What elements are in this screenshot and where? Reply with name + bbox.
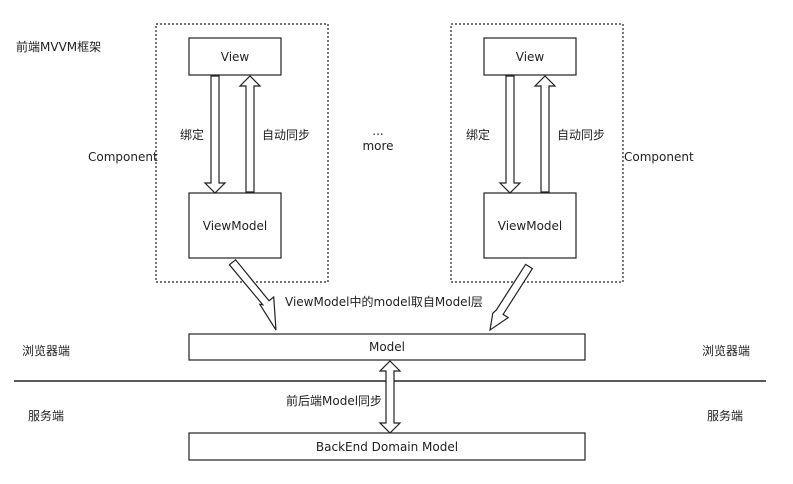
model-box xyxy=(188,333,586,361)
left-autosync-label: 自动同步 xyxy=(262,128,311,142)
model-sync-arrow xyxy=(378,360,402,434)
server-label-right: 服务端 xyxy=(707,409,744,423)
right-autosync-arrow xyxy=(533,75,557,193)
left-component-label: Component xyxy=(88,150,158,164)
more-label: more xyxy=(362,139,394,153)
left-bind-label: 绑定 xyxy=(180,128,205,142)
left-viewmodel-box xyxy=(188,192,282,259)
right-view-box xyxy=(483,37,577,76)
left-autosync-arrow xyxy=(238,75,262,193)
left-view-label: View xyxy=(220,50,250,64)
browser-label-right: 浏览器端 xyxy=(702,344,751,358)
server-label-left: 服务端 xyxy=(28,409,65,423)
right-autosync-label: 自动同步 xyxy=(557,128,606,142)
ellipsis-label: ... xyxy=(372,124,384,138)
left-view-box xyxy=(188,37,282,76)
right-bind-label: 绑定 xyxy=(466,128,491,142)
backend-model-label: BackEnd Domain Model xyxy=(315,440,459,454)
browser-label-left: 浏览器端 xyxy=(22,344,71,358)
sync-note: 前后端Model同步 xyxy=(286,394,383,408)
right-component-container xyxy=(450,23,624,283)
right-viewmodel-box xyxy=(483,192,577,259)
right-viewmodel-to-model-arrow xyxy=(489,263,534,332)
left-bind-arrow xyxy=(203,75,227,194)
left-viewmodel-label: ViewModel xyxy=(202,219,268,233)
right-bind-arrow xyxy=(498,75,522,194)
right-component-label: Component xyxy=(624,150,694,164)
diagram-title: 前端MVVM框架 xyxy=(16,40,102,54)
right-viewmodel-label: ViewModel xyxy=(497,219,563,233)
viewmodel-source-note: ViewModel中的model取自Model层 xyxy=(285,295,483,309)
backend-model-box xyxy=(188,432,586,461)
left-component-container xyxy=(155,23,329,283)
left-viewmodel-to-model-arrow xyxy=(228,258,277,331)
right-view-label: View xyxy=(515,50,545,64)
model-label: Model xyxy=(368,340,406,354)
